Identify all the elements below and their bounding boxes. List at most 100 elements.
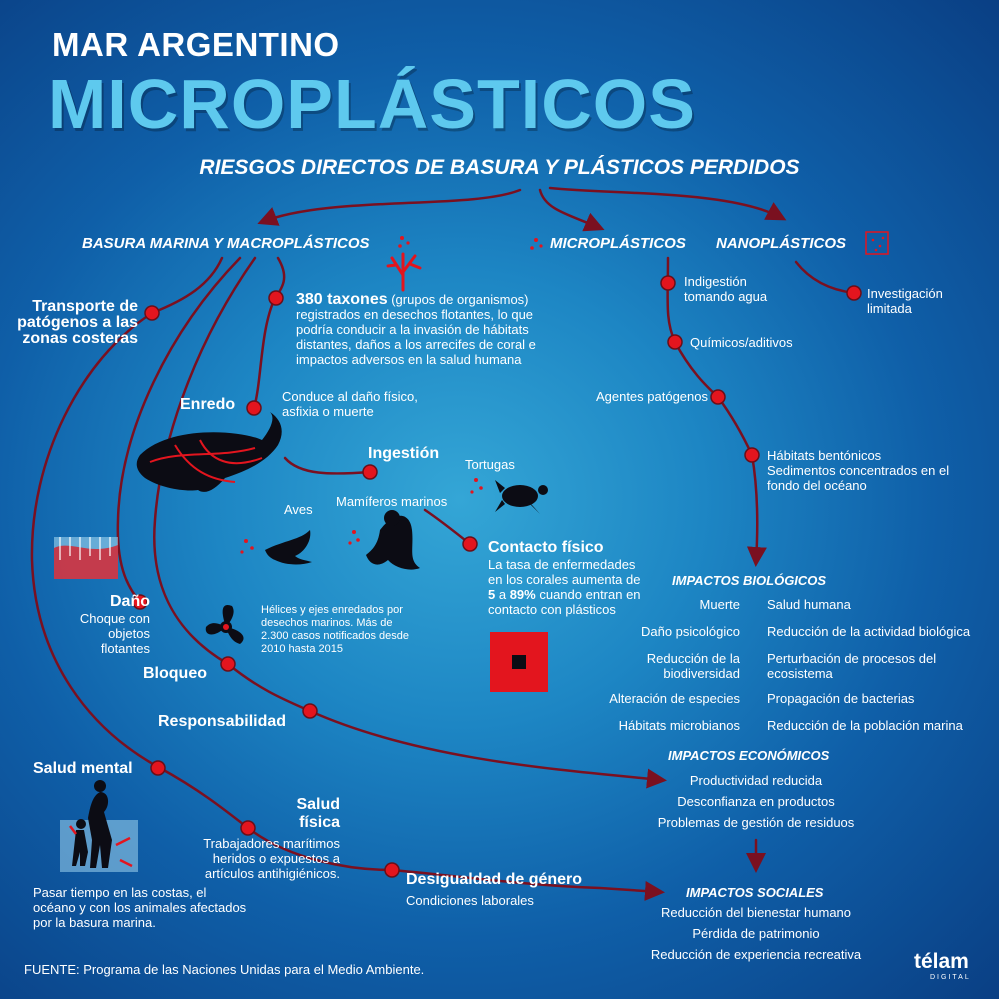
dot-enredo	[246, 400, 262, 416]
contacto-value-89: 89%	[509, 587, 536, 602]
dot-taxones	[268, 290, 284, 306]
taxa-block: 380 taxones (grupos de organismos) regis…	[296, 291, 568, 368]
label-tortugas: Tortugas	[465, 457, 515, 472]
bio-impacts-title: IMPACTOS BIOLÓGICOS	[672, 573, 827, 588]
node-salud-mental-desc: Pasar tiempo en las costas, el océano y …	[33, 885, 247, 930]
node-nano-investigacion: Investigación limitada	[867, 286, 943, 316]
node-bentonicos: Hábitats bentónicos Sedimentos concentra…	[767, 448, 950, 493]
propeller-icon	[205, 604, 244, 644]
dot-genero	[384, 862, 400, 878]
taxa-paren: (grupos de organismos)	[387, 292, 529, 307]
dot-bentonicos	[744, 447, 760, 463]
telam-logo: télam	[914, 950, 969, 973]
node-contacto-desc: La tasa de enfermedades en los corales a…	[488, 557, 650, 617]
arrow-to-micro	[538, 188, 605, 232]
node-patogenos: Agentes patógenos	[595, 389, 708, 404]
eco-item-2: Problemas de gestión de residuos	[657, 815, 855, 830]
bird-icon	[265, 530, 312, 565]
social-item-0: Reducción del bienestar humano	[660, 905, 852, 920]
title-kicker: MAR ARGENTINO	[52, 26, 340, 63]
node-quimicos: Químicos/aditivos	[690, 335, 793, 350]
social-item-2: Reducción de experiencia recreativa	[650, 947, 862, 962]
bio-right-3: Propagación de bacterias	[767, 691, 915, 706]
dot-salud-mental	[150, 760, 166, 776]
page-subtitle: RIESGOS DIRECTOS DE BASURA Y PLÁSTICOS P…	[199, 156, 800, 179]
node-genero: Desigualdad de género	[406, 871, 583, 888]
line-bloqueo	[153, 256, 257, 666]
node-enredo-desc: Conduce al daño físico, asfixia o muerte	[282, 389, 418, 419]
node-salud-fisica-desc: Trabajadores marítimos heridos o expuest…	[203, 836, 340, 881]
line-salud-mental	[30, 311, 665, 901]
eco-item-1: Desconfianza en productos	[677, 794, 835, 809]
bio-left-2: Reducción de la biodiversidad	[646, 651, 740, 681]
dot-transport	[144, 305, 160, 321]
bio-left-3: Alteración de especies	[609, 691, 740, 706]
social-impacts-title: IMPACTOS SOCIALES	[686, 885, 824, 900]
node-contacto: Contacto físico	[488, 539, 604, 556]
dot-ingestion	[362, 464, 378, 480]
node-enredo: Enredo	[180, 396, 236, 413]
category-nano: NANOPLÁSTICOS	[716, 235, 847, 252]
nano-particles-icon	[865, 231, 889, 255]
line-micro-bentonicos	[716, 395, 754, 457]
coral-icon	[386, 252, 422, 292]
node-dano: Daño	[110, 593, 150, 610]
bio-right-0: Salud humana	[767, 597, 851, 612]
source-note: FUENTE: Programa de las Naciones Unidas …	[24, 962, 425, 977]
taxa-number: 380 taxones	[296, 291, 388, 308]
dot-dano	[132, 594, 148, 610]
line-transport	[150, 256, 224, 315]
contacto-value-5: 5	[488, 587, 496, 602]
dot-indigestion	[660, 275, 676, 291]
line-enredo	[252, 296, 277, 410]
line-responsabilidad	[226, 662, 667, 789]
eco-item-0: Productividad reducida	[689, 773, 823, 788]
node-salud-fisica: Salud física	[296, 796, 340, 831]
taxa-text: registrados en desechos flotantes, lo qu…	[296, 307, 536, 367]
line-nano	[794, 260, 856, 295]
dot-nano	[846, 285, 862, 301]
turtle-icon	[495, 480, 548, 514]
arrow-to-nano	[548, 186, 787, 221]
line-micro-impacts	[746, 453, 767, 567]
line-contacto	[423, 508, 472, 546]
family-silhouette-icon	[60, 780, 138, 872]
node-genero-desc: Condiciones laborales	[406, 893, 534, 908]
node-indigestion: Indigestión tomando agua	[684, 274, 768, 304]
bio-left-0: Muerte	[699, 597, 740, 612]
page-title: MICROPLÁSTICOS	[48, 65, 696, 143]
line-dano	[116, 256, 242, 604]
bio-left-1: Daño psicológico	[640, 624, 740, 639]
node-ingestion: Ingestión	[368, 445, 440, 462]
dot-salud-fisica	[240, 820, 256, 836]
contacto-text-b: a	[495, 587, 510, 602]
telam-logo-sub: DIGITAL	[930, 974, 971, 981]
node-helices: Hélices y ejes enredados por desechos ma…	[261, 604, 409, 655]
dot-contacto	[462, 536, 478, 552]
arrow-to-macro	[257, 188, 522, 226]
dot-bloqueo	[220, 656, 236, 672]
bio-right-1: Reducción de la actividad biológica	[767, 624, 971, 639]
node-dano-desc: Choque con objetos flotantes	[79, 611, 150, 656]
category-micro: MICROPLÁSTICOS	[550, 235, 686, 252]
node-responsabilidad: Responsabilidad	[158, 713, 287, 730]
line-ingestion	[283, 456, 372, 475]
node-bloqueo: Bloqueo	[143, 665, 207, 682]
bio-right-4: Reducción de la población marina	[767, 718, 963, 733]
dot-quimicos	[667, 334, 683, 350]
node-salud-mental: Salud mental	[33, 760, 133, 777]
contacto-text-c: cuando entran en contacto con plásticos	[488, 587, 641, 617]
label-aves: Aves	[284, 502, 313, 517]
bio-left-4: Hábitats microbianos	[618, 718, 740, 733]
eco-impacts-title: IMPACTOS ECONÓMICOS	[668, 748, 830, 763]
label-mamiferos: Mamíferos marinos	[336, 494, 448, 509]
whale-icon	[136, 412, 282, 492]
bio-right-2: Perturbación de procesos del ecosistema	[767, 651, 937, 681]
node-transport: Transporte de patógenos a las zonas cost…	[17, 298, 138, 347]
dot-patogenos	[710, 389, 726, 405]
coastal-debris-icon	[54, 537, 118, 579]
social-item-1: Pérdida de patrimonio	[692, 926, 820, 941]
seal-icon	[366, 510, 420, 570]
